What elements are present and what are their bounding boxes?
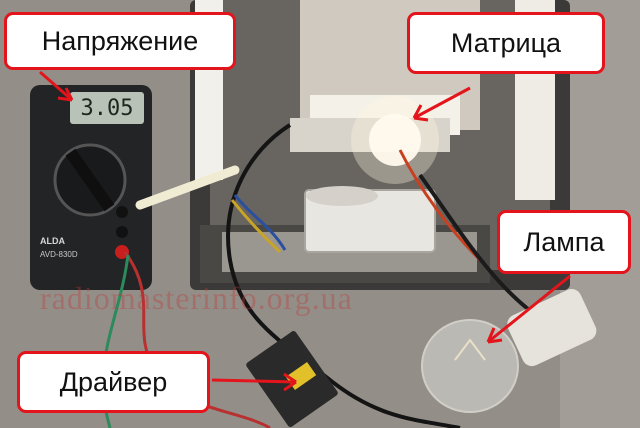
power-cable-red [398,149,482,262]
cable-bundle [306,186,378,206]
power-cable-black [226,123,461,428]
led-matrix-halo [351,96,439,184]
arrow-voltage-head [57,87,74,102]
probe-cable-white [135,165,240,210]
arrow-matrix-head [412,104,429,122]
multimeter-jack-red [115,245,129,259]
callout-matrix: Матрица [407,12,605,74]
watermark: radiomasterinfo.org.ua [40,280,353,316]
arrow-matrix [413,86,471,120]
multimeter-screen [70,92,144,124]
callout-lamp: Лампа [497,210,631,274]
callout-voltage: Напряжение [4,12,236,70]
multimeter-dial-pointer [65,148,115,212]
arrow-lamp-head [486,327,503,344]
power-cable-yellow [230,199,282,254]
power-cable-blue [233,194,287,251]
multimeter-model: AVD-830D [40,250,78,259]
lamp-bulb [421,319,519,413]
callout-driver: Драйвер [17,351,210,413]
multimeter-brand: ALDA [40,236,65,246]
arrow-driver-head [283,372,297,392]
callout-arrows [39,70,571,392]
arrow-voltage [39,70,73,102]
lamp-filament [454,338,486,361]
arrow-lamp [487,274,571,344]
arrow-driver [211,378,297,384]
multimeter-jack-top [116,206,128,218]
multimeter-jack-black [116,226,128,238]
led-matrix-light [369,114,421,166]
multimeter-reading: 3.05 [80,95,134,121]
